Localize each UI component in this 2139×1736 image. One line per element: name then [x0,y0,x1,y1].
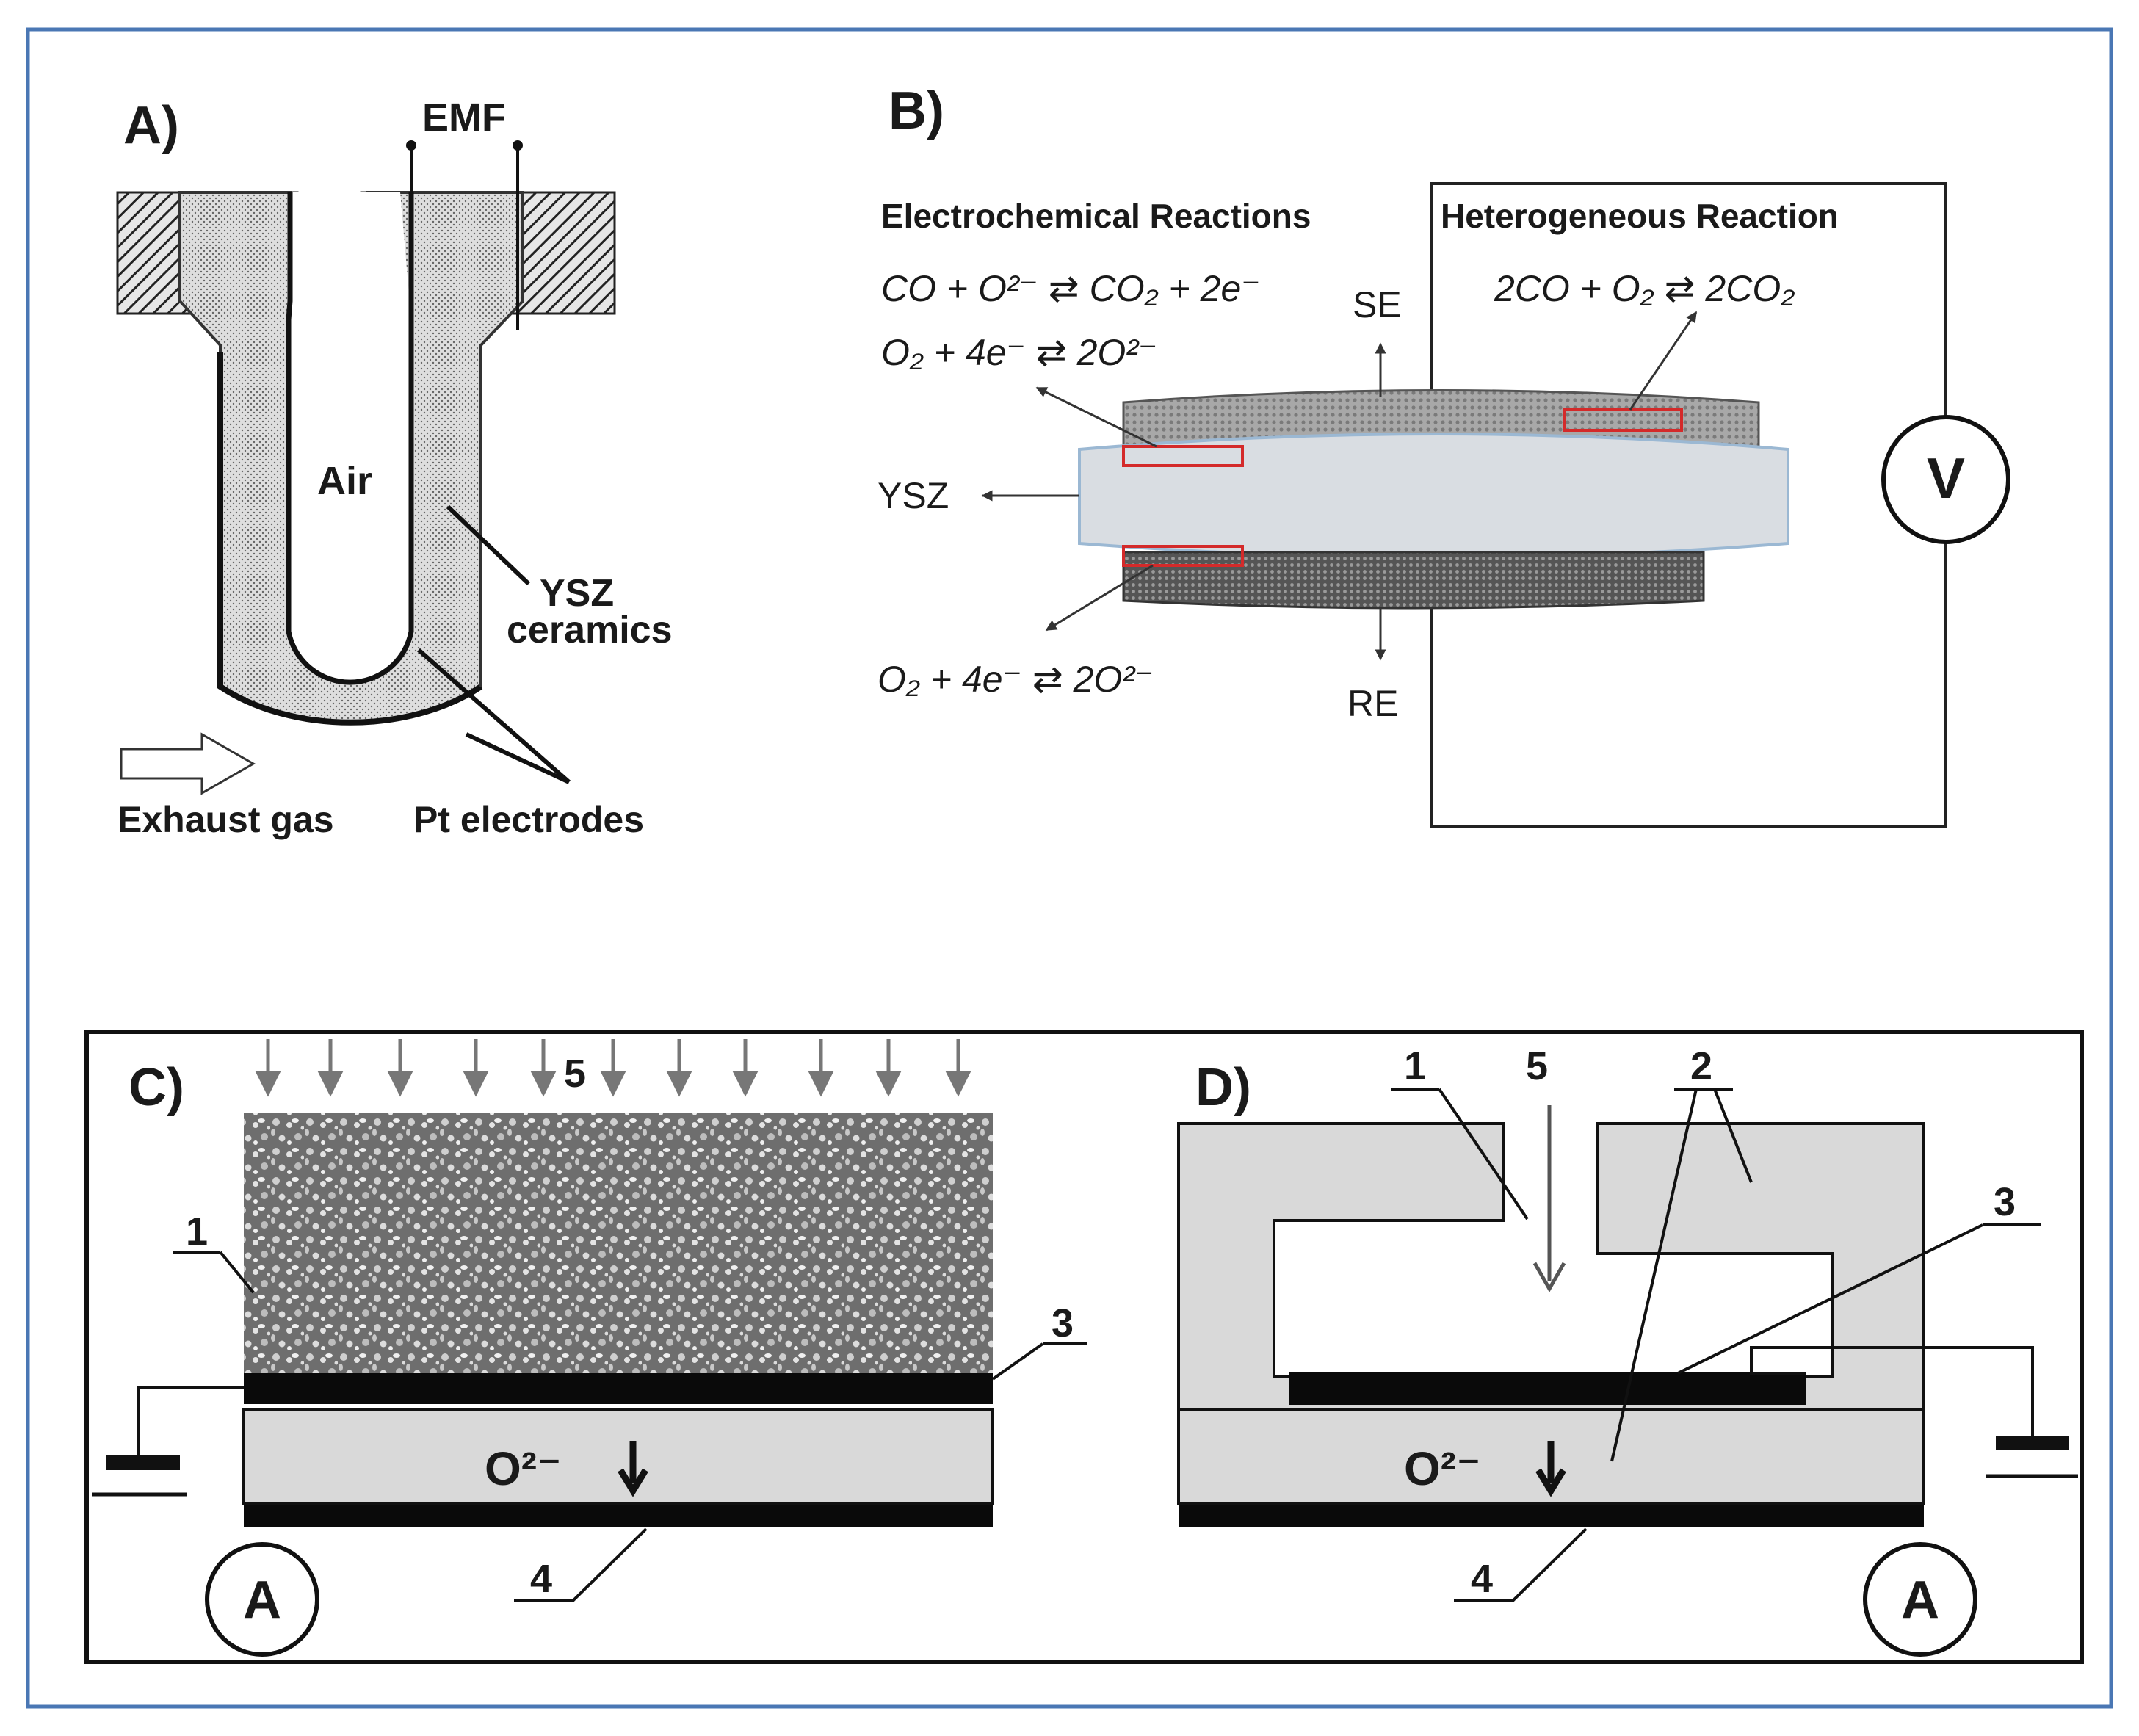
d-label-3: 3 [1994,1180,2016,1224]
c-ammeter-label: A [243,1571,281,1630]
porous-layer [244,1113,993,1373]
d-leader-3b [1677,1223,1983,1375]
ceramics-label: ceramics [507,609,673,651]
air-cavity [289,192,411,683]
heterogeneous-reaction: 2CO + O₂ ⇄ 2CO₂ [1494,268,1795,309]
reference-electrode [1122,551,1705,610]
air-label: Air [317,459,372,503]
c-electrolyte [242,1408,994,1505]
d-ion-label: O²⁻ [1404,1442,1481,1495]
emf-label: EMF [422,95,506,140]
c-battery-plate-short [106,1455,180,1470]
ysz-pointer [446,504,531,586]
d-ion-arrow-icon [1535,1441,1566,1497]
electrochemical-title: Electrochemical Reactions [881,197,1311,235]
panel-b-label: B) [888,82,944,140]
d-label-2: 2 [1690,1044,1712,1088]
ysz-disk-label: YSZ [877,475,949,516]
pointer-tpb-bottom [1045,564,1154,632]
c-leader-3b [991,1342,1044,1381]
exhaust-arrow-icon [120,732,256,795]
exhaust-label: Exhaust gas [117,799,334,840]
d-gas-arrow-icon [1532,1105,1566,1293]
emf-terminal-left [406,140,416,151]
heterogeneous-title: Heterogeneous Reaction [1441,197,1839,235]
circuit-wire-bottom [1430,542,1947,828]
c-ammeter [205,1542,319,1657]
c-bottom-electrode [244,1505,993,1527]
c-label-1: 1 [186,1209,208,1254]
d-label-1: 1 [1404,1044,1426,1088]
pointer-se-zone [1629,311,1698,411]
c-leader-1b [219,1251,255,1294]
pt-pointer-2 [465,732,571,784]
d-leader-2a [1610,1088,1698,1462]
inner-pt-electrode [286,192,414,685]
ysz-disk [1078,433,1789,559]
re-label: RE [1347,683,1398,724]
gas-flow-arrows [255,1039,971,1097]
c-ion-label: O²⁻ [485,1442,562,1495]
circuit-wire-top [1430,182,1947,417]
panel-a: A) EMF Air YSZ ceramics Exhaust gas Pt e… [116,95,673,840]
outer-pt-electrode [217,352,483,726]
c-ion-arrow-icon [618,1441,648,1497]
c-top-electrode [244,1373,993,1404]
voltmeter-label: V [1927,446,1965,510]
reaction-1: CO + O²⁻ ⇄ CO₂ + 2e⁻ [881,268,1261,309]
pt-electrodes-label: Pt electrodes [413,799,644,840]
ysz-label: YSZ [540,572,614,615]
d-label-4: 4 [1471,1557,1493,1601]
panel-d: D) O²⁻ 1 5 2 3 4 A [1177,1044,2078,1657]
c-label-3: 3 [1052,1301,1074,1345]
reaction-zone-se [1563,408,1683,432]
voltmeter [1881,415,2010,544]
d-circuit [1750,1346,2034,1443]
panel-b: B) Electrochemical Reactions Heterogeneo… [877,82,2010,828]
d-leader-4b [1511,1527,1588,1602]
pt-pointer-1 [417,648,571,784]
c-leader-4b [571,1527,648,1602]
reaction-2: O₂ + 4e⁻ ⇄ 2O²⁻ [881,332,1157,373]
se-label: SE [1353,284,1402,325]
panel-d-label: D) [1195,1058,1251,1117]
panel-c: C) 5 O²⁻ 1 3 4 [92,1039,1087,1657]
d-leader-2b [1713,1088,1753,1183]
panel-a-label: A) [123,96,179,155]
c-label-5: 5 [564,1052,586,1096]
d-ammeter [1863,1542,1977,1657]
d-bottom-electrode [1179,1505,1924,1527]
d-battery-plate-short [1996,1436,2069,1450]
emf-terminal-right [513,140,523,151]
reaction-zone-tpb-top [1122,445,1244,467]
d-label-5: 5 [1526,1044,1548,1088]
d-ammeter-label: A [1901,1571,1939,1630]
panel-c-label: C) [129,1058,184,1117]
reaction-zone-tpb-bottom [1122,545,1244,567]
c-circuit [137,1386,244,1461]
pointer-tpb-top [1035,386,1157,448]
d-leader-1b [1438,1088,1529,1220]
reaction-3: O₂ + 4e⁻ ⇄ 2O²⁻ [877,659,1154,700]
d-chamber [1275,1256,1831,1375]
d-top-electrode [1289,1372,1806,1405]
c-label-4: 4 [530,1557,552,1601]
